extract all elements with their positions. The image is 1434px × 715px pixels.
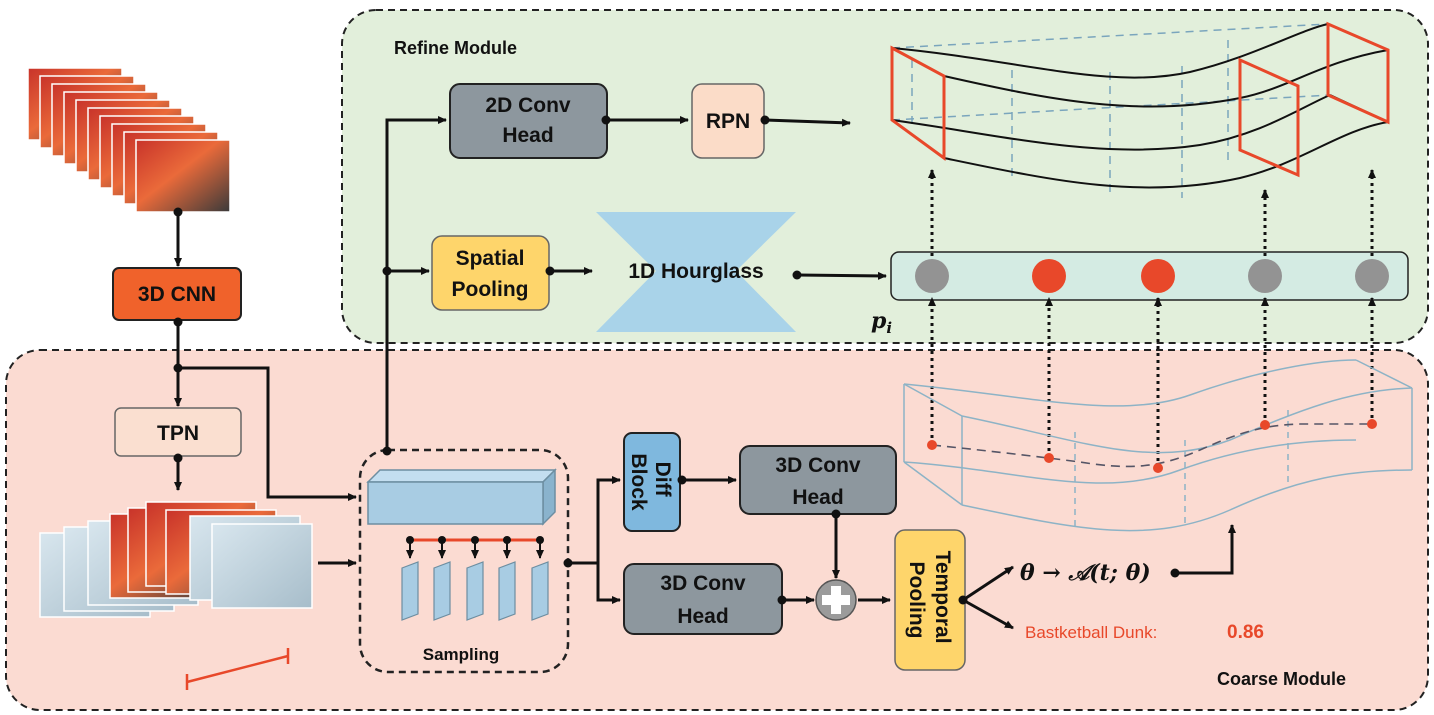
refine-module-label: Refine Module — [394, 38, 517, 58]
coarse-projection-arrows — [928, 297, 1376, 468]
node-gray — [1248, 259, 1282, 293]
temporal-span-marker — [185, 648, 290, 690]
sampling-points — [406, 536, 544, 559]
conv3d-head-top-label-line1: 3D Conv — [775, 454, 861, 477]
tpn-label: TPN — [157, 422, 199, 445]
theta-mapping: θ → 𝒜(t; θ) — [1020, 560, 1151, 586]
hourglass-label: 1D Hourglass — [628, 260, 763, 283]
temporal-pooling-label: Temporal Pooling — [905, 551, 954, 650]
rpn-label: RPN — [706, 110, 750, 133]
coarse-module-panel — [5, 349, 1429, 711]
conv3d-head-bottom-label-line1: 3D Conv — [660, 572, 746, 595]
result-score: 0.86 — [1227, 622, 1264, 643]
conv3d-head-top-label-line2: Head — [792, 486, 843, 509]
sampled-feature-slices — [401, 561, 549, 621]
node-red — [1032, 259, 1066, 293]
coarse-module-label: Coarse Module — [1217, 669, 1346, 689]
conv3d-head-top-block — [739, 445, 897, 515]
refined-action-tube — [890, 21, 1390, 198]
spatial-pooling-label-line2: Pooling — [452, 278, 529, 301]
cnn3d-label: 3D CNN — [138, 283, 216, 306]
add-operator-icon — [815, 579, 857, 621]
node-gray — [1355, 259, 1389, 293]
coarse-action-tube — [903, 359, 1413, 532]
p-i-symbol: pi — [871, 308, 892, 337]
node-gray — [915, 259, 949, 293]
input-video-frames — [27, 67, 231, 213]
hourglass-shape — [596, 212, 796, 332]
conv2d-head-label-line2: Head — [502, 124, 553, 147]
node-red — [1141, 259, 1175, 293]
feature-cuboid — [366, 468, 557, 526]
sampling-label: Sampling — [423, 645, 500, 664]
refine-projection-arrows — [928, 169, 1376, 256]
coarse-center-trajectory — [931, 423, 1372, 468]
conv2d-head-label-line1: 2D Conv — [485, 94, 571, 117]
spatial-pooling-label-line1: Spatial — [456, 247, 525, 270]
sampled-video-frames — [39, 501, 313, 618]
diff-block-label: Diff Block — [627, 453, 674, 511]
result-label: Bastketball Dunk: — [1025, 623, 1157, 642]
conv3d-head-bottom-label-line2: Head — [677, 605, 728, 628]
